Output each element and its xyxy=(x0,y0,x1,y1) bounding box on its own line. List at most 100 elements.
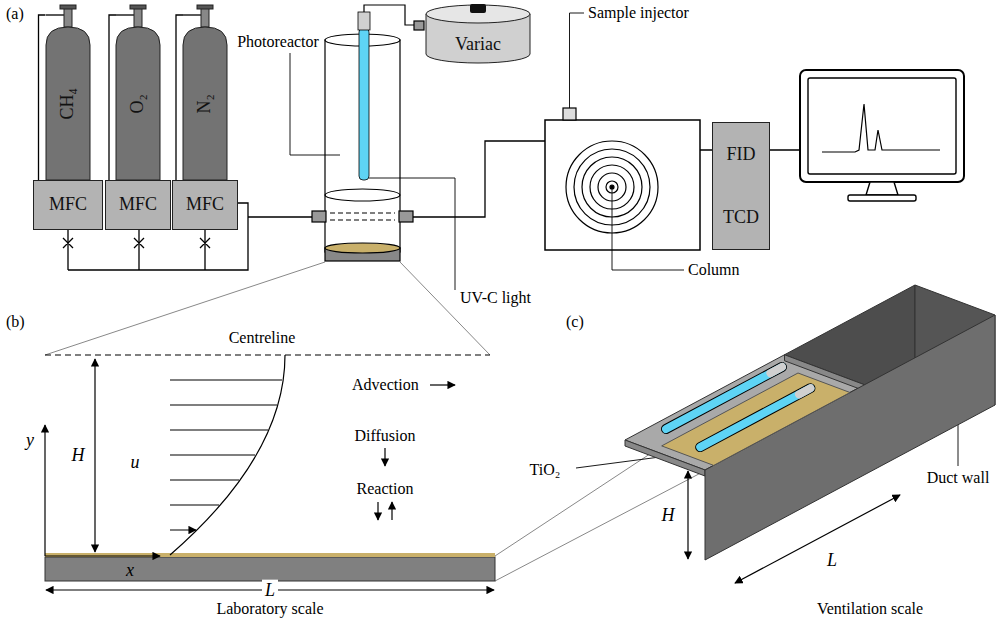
gas-cylinder: N₂ xyxy=(183,5,227,180)
leader-line xyxy=(290,53,340,155)
chromatogram xyxy=(822,104,940,152)
photoreactor xyxy=(399,211,413,222)
box-label: Variac xyxy=(455,35,501,55)
gas-pipe xyxy=(116,14,134,15)
gas-cylinder: CH₄ xyxy=(46,5,90,180)
uv-lamp xyxy=(358,12,370,30)
zoom-line xyxy=(45,262,714,581)
detector-box: FIDTCD xyxy=(712,122,770,250)
monitor xyxy=(848,195,916,201)
annotation-label: Photoreactor xyxy=(237,33,319,51)
velocity-profile xyxy=(170,380,282,530)
math-symbol: L xyxy=(827,550,837,571)
gas-chromatograph xyxy=(545,120,700,250)
monitor xyxy=(866,182,898,195)
leader-line xyxy=(612,187,684,270)
duct-lamp xyxy=(770,367,810,394)
annotation-label: TiO₂ xyxy=(530,461,561,479)
dimension-arrow xyxy=(687,471,688,559)
cylinder-body xyxy=(183,27,227,180)
cylinder-valve xyxy=(134,7,142,27)
annotation-label: Sample injector xyxy=(588,4,689,22)
math-symbol: H xyxy=(72,445,85,466)
cylinder-valve xyxy=(64,7,72,27)
annotation-label: Ventilation scale xyxy=(817,600,923,618)
dimension-arrow xyxy=(45,555,160,556)
monitor xyxy=(800,70,964,201)
cylinder-valve xyxy=(130,5,146,9)
dimension-arrow xyxy=(94,359,95,552)
annotation-label: Advection xyxy=(352,376,419,394)
photoreactor xyxy=(312,211,326,222)
gas-chromatograph xyxy=(563,108,576,120)
lamp-wire xyxy=(364,5,414,25)
uv-lamp xyxy=(359,28,369,180)
cylinder-outline xyxy=(116,5,160,180)
annotation-label: (a) xyxy=(6,5,24,23)
annotation-label: (b) xyxy=(6,313,25,331)
lamp-wire xyxy=(364,5,424,30)
cylinder-body xyxy=(116,27,160,180)
valve-cross xyxy=(63,238,210,248)
monitor xyxy=(808,78,956,174)
velocity-profile xyxy=(170,355,285,555)
cylinder-valve xyxy=(197,5,213,9)
leader-line xyxy=(369,178,455,290)
box-label: MFC xyxy=(49,195,87,215)
box-label: TCD xyxy=(723,208,759,228)
annotation-label: (c) xyxy=(566,313,584,331)
transport-arrow xyxy=(378,385,455,520)
annotation-label: Diffusion xyxy=(354,427,415,445)
gas-pipe xyxy=(109,15,116,180)
transport-arrow xyxy=(430,384,455,385)
velocity-profile xyxy=(170,355,285,555)
annotation-label: UV-C light xyxy=(460,289,531,307)
gas-pipe xyxy=(46,14,64,15)
photoreactor xyxy=(330,213,395,220)
dimension-arrow xyxy=(44,425,45,556)
gas-pipe xyxy=(39,15,46,180)
chromatogram xyxy=(822,104,940,152)
plate xyxy=(45,557,495,581)
math-symbol: L xyxy=(262,580,278,601)
mass-flow-controller: MFC xyxy=(105,180,171,230)
centreline xyxy=(45,354,490,355)
mass-flow-controller: MFC xyxy=(172,180,238,230)
leader-line xyxy=(570,13,585,108)
math-symbol: u xyxy=(131,452,140,473)
zoom-line xyxy=(45,262,714,581)
gas-chromatograph xyxy=(545,108,700,250)
lamp-wire xyxy=(414,21,424,30)
mass-flow-controller: MFC xyxy=(33,180,103,230)
gas-name: CH₄ xyxy=(58,88,78,119)
annotation-label: Column xyxy=(688,261,740,279)
transport-arrow xyxy=(377,502,378,520)
gas-name: O₂ xyxy=(128,94,148,113)
variac-knob xyxy=(470,4,486,13)
math-symbol: H xyxy=(662,505,675,526)
cylinder-valve xyxy=(60,5,76,9)
box-label: MFC xyxy=(119,195,157,215)
math-symbol: y xyxy=(26,430,34,451)
photoreactor xyxy=(325,189,400,201)
transport-arrow xyxy=(384,448,385,466)
centreline xyxy=(45,354,490,355)
valve-cross xyxy=(63,238,210,248)
plate xyxy=(45,553,495,557)
plate xyxy=(45,553,495,581)
math-symbol: x xyxy=(126,560,134,581)
variac-top xyxy=(426,5,530,23)
duct-lamp xyxy=(666,367,810,447)
box-label: MFC xyxy=(186,195,224,215)
duct-lamp xyxy=(666,367,810,447)
annotation-label: Centreline xyxy=(229,329,296,347)
transport-arrow xyxy=(391,502,392,520)
cylinder-valve xyxy=(201,7,209,27)
annotation-label: Laboratory scale xyxy=(216,600,323,618)
variac: Variac xyxy=(424,2,532,66)
monitor xyxy=(800,70,964,182)
uv-lamp xyxy=(358,12,370,180)
gas-pipe xyxy=(183,14,201,15)
annotation-label: Duct wall xyxy=(927,469,990,487)
